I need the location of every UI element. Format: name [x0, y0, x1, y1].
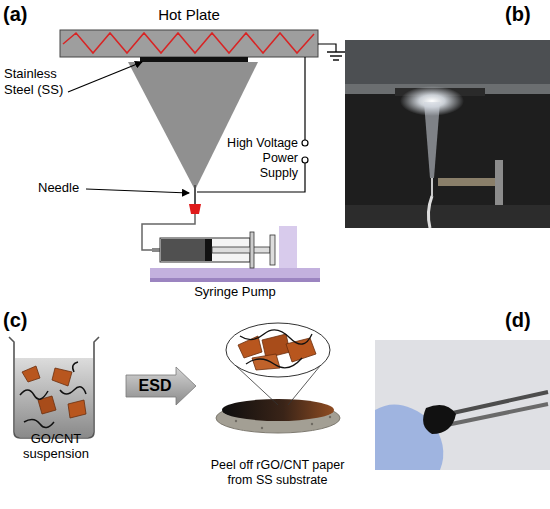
leader-arrow: [68, 62, 142, 92]
photo-floor: [345, 205, 550, 228]
part-label: Needle: [38, 180, 88, 196]
terminal-symbol: [302, 140, 308, 146]
part-label: Stainless Steel (SS): [4, 66, 82, 97]
panel-label: (a): [3, 2, 43, 26]
syringe-stopper: [205, 239, 212, 261]
panel-label: (c): [3, 308, 43, 332]
pump-pusher: [279, 226, 297, 268]
photo-background: [375, 340, 550, 470]
needle-symbol: [194, 185, 196, 204]
photo-spray: [424, 102, 440, 178]
stone-speck: [329, 416, 331, 418]
photo-background: [345, 40, 550, 228]
stone-speck: [235, 420, 237, 422]
ground-wire: [318, 44, 336, 52]
photo-needle: [431, 178, 433, 196]
cnt-strand: [73, 362, 78, 372]
stone-speck: [311, 423, 313, 425]
stone-speck: [261, 427, 263, 429]
cnt-strand: [60, 387, 86, 394]
pump-base-edge: [150, 278, 320, 282]
ground-symbol: [333, 59, 339, 60]
photo-tube: [428, 196, 432, 228]
panel-label: (b): [505, 2, 547, 26]
panel-label: (d): [505, 308, 547, 332]
supply-wire: [304, 57, 305, 140]
cnt-strand: [20, 390, 48, 399]
stainless-steel-substrate: [140, 57, 248, 62]
go-flake: [68, 400, 86, 418]
syringe-tip: [152, 248, 160, 252]
pump-base: [150, 268, 320, 278]
spray-cone: [128, 62, 258, 190]
photo-clamp: [438, 178, 498, 186]
cnt-strand: [246, 358, 302, 368]
node-text: Peel off rGO/CNT paper from SS substrate: [200, 458, 355, 488]
rgo-cnt-paper: [222, 399, 334, 421]
node-text: GO/CNT suspension: [0, 431, 112, 462]
suspension-liquid: [15, 358, 93, 437]
go-flake: [22, 366, 40, 382]
edge-label: ESD: [120, 376, 190, 396]
hot-plate: [60, 30, 318, 57]
cnt-strand: [240, 330, 312, 344]
hot-plate-box: Hot Plate: [58, 6, 320, 60]
part-label: High Voltage Power Supply: [222, 136, 298, 181]
node-text: Hot Plate: [58, 6, 320, 24]
plunger-thumb: [270, 235, 275, 265]
paper-disk-box: Peel off rGO/CNT paper from SS substrate: [200, 318, 355, 488]
syringe-flange: [250, 232, 254, 268]
heater-coil: [63, 33, 314, 53]
beaker-box: GO/CNT suspension: [0, 330, 112, 462]
part-label: Syringe Pump: [180, 284, 290, 300]
go-flake: [252, 354, 280, 370]
syringe-fluid: [161, 239, 205, 261]
needle-hub: [189, 204, 201, 214]
zoom-callout: [226, 323, 330, 377]
cnt-strand: [24, 419, 54, 427]
photo-apparatus: [345, 40, 550, 90]
plunger-rod: [212, 247, 270, 253]
terminal-symbol: [302, 157, 308, 163]
leader-arrow: [86, 189, 189, 193]
ground-symbol: [327, 51, 345, 52]
ground-symbol: [330, 55, 342, 56]
photo-rolled-paper: [423, 405, 456, 434]
go-flake: [52, 368, 72, 386]
beaker: [9, 337, 99, 438]
